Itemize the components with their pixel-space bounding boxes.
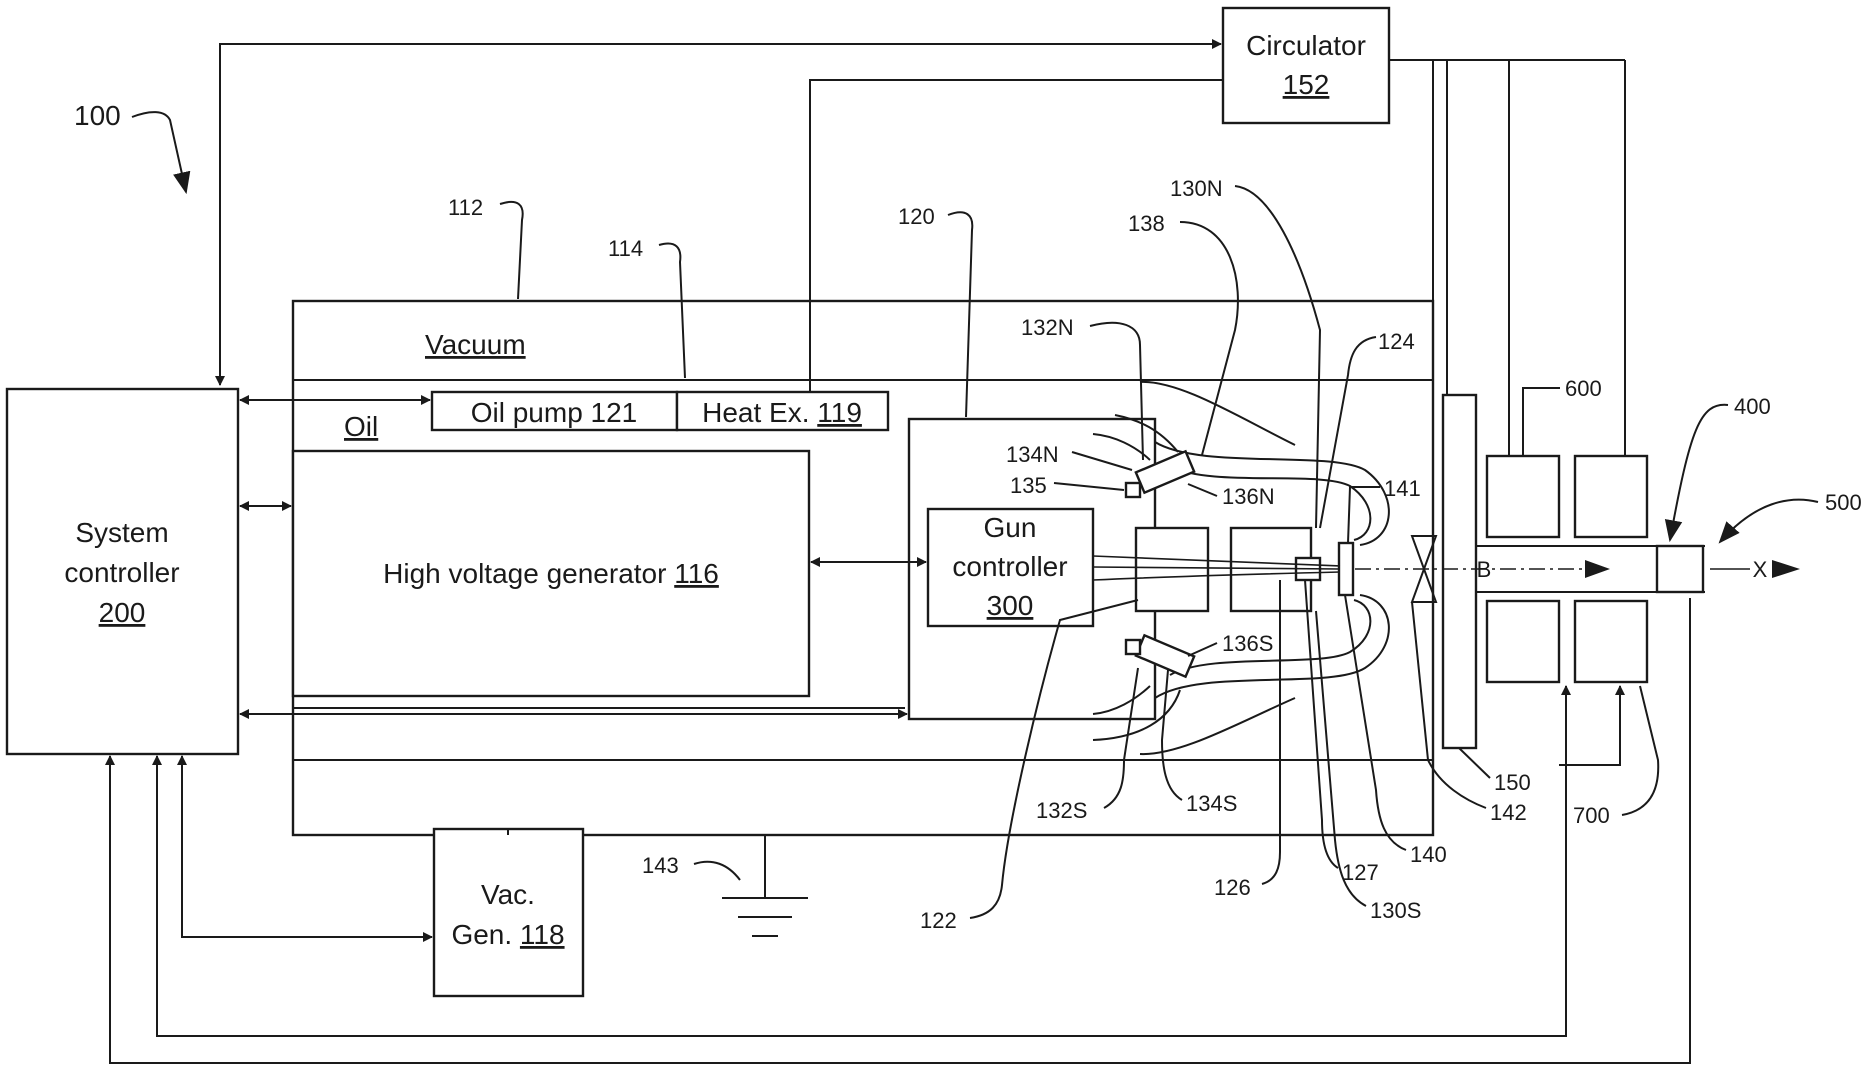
leader-700 xyxy=(1622,686,1658,815)
system-controller-line2: controller xyxy=(64,557,179,588)
ref-136N: 136N xyxy=(1222,484,1275,509)
system-controller-line1: System xyxy=(75,517,168,548)
ref-120: 120 xyxy=(898,204,935,229)
ref-138: 138 xyxy=(1128,211,1165,236)
ref-126: 126 xyxy=(1214,875,1251,900)
ref-130S: 130S xyxy=(1370,898,1421,923)
ref-134S: 134S xyxy=(1186,791,1237,816)
wire-150-700 xyxy=(1559,686,1620,765)
x-axis-label: X xyxy=(1753,557,1768,582)
ref-600: 600 xyxy=(1565,376,1602,401)
coil-700-bottom xyxy=(1487,601,1559,682)
tube-end-cap xyxy=(1657,546,1703,592)
leader-150 xyxy=(1459,748,1490,778)
ref-114: 114 xyxy=(608,236,643,261)
ref-140: 140 xyxy=(1410,842,1447,867)
coil-600-top-2 xyxy=(1575,456,1647,537)
ref-124: 124 xyxy=(1378,329,1415,354)
oil-pump-label: Oil pump 121 xyxy=(471,397,638,428)
ref-132N: 132N xyxy=(1021,315,1074,340)
beam-tube-housing xyxy=(1443,395,1476,748)
leader-143 xyxy=(694,862,740,880)
circulator-block xyxy=(1223,8,1389,123)
ref-150: 150 xyxy=(1494,770,1531,795)
wire-circulator-down xyxy=(1389,60,1433,301)
ref-100: 100 xyxy=(74,100,121,131)
ref-143: 143 xyxy=(642,853,679,878)
leader-400 xyxy=(1670,405,1728,540)
vac-gen-block xyxy=(434,829,583,996)
ref-400: 400 xyxy=(1734,394,1771,419)
beam-label: B xyxy=(1477,557,1492,582)
x-axis-arrow-head xyxy=(1772,560,1800,578)
ref-500: 500 xyxy=(1825,490,1862,515)
vacuum-label: Vacuum xyxy=(425,329,526,360)
ground-symbol xyxy=(722,835,808,936)
hv-generator-label: High voltage generator 116 xyxy=(383,558,719,589)
gun-controller-line2: controller xyxy=(952,551,1067,582)
coil-700-bottom-2 xyxy=(1575,601,1647,682)
circulator-ref: 152 xyxy=(1283,69,1330,100)
ref-122: 122 xyxy=(920,908,957,933)
gun-controller-ref: 300 xyxy=(987,590,1034,621)
ref-132S: 132S xyxy=(1036,798,1087,823)
ref-112: 112 xyxy=(448,195,483,220)
ref-700: 700 xyxy=(1573,803,1610,828)
vac-gen-line2: Gen. 118 xyxy=(451,919,564,950)
ref-136S: 136S xyxy=(1222,631,1273,656)
oil-label: Oil xyxy=(344,411,378,442)
system-controller-ref: 200 xyxy=(99,597,146,628)
vac-gen-line1: Vac. xyxy=(481,879,535,910)
leader-500 xyxy=(1720,500,1818,542)
ref-127: 127 xyxy=(1342,860,1379,885)
gun-controller-line1: Gun xyxy=(984,512,1037,543)
leader-112 xyxy=(500,202,523,299)
ref-135: 135 xyxy=(1010,473,1047,498)
ref-134N: 134N xyxy=(1006,442,1059,467)
ref-141: 141 xyxy=(1384,476,1421,501)
leader-600 xyxy=(1523,388,1560,456)
ref-130N: 130N xyxy=(1170,176,1223,201)
ref-142: 142 xyxy=(1490,800,1527,825)
heat-exchanger-label: Heat Ex. 119 xyxy=(702,397,862,428)
coil-600-top xyxy=(1487,456,1559,537)
beam-arrow-head xyxy=(1585,560,1610,578)
circulator-label: Circulator xyxy=(1246,30,1366,61)
leader-100 xyxy=(132,112,186,192)
